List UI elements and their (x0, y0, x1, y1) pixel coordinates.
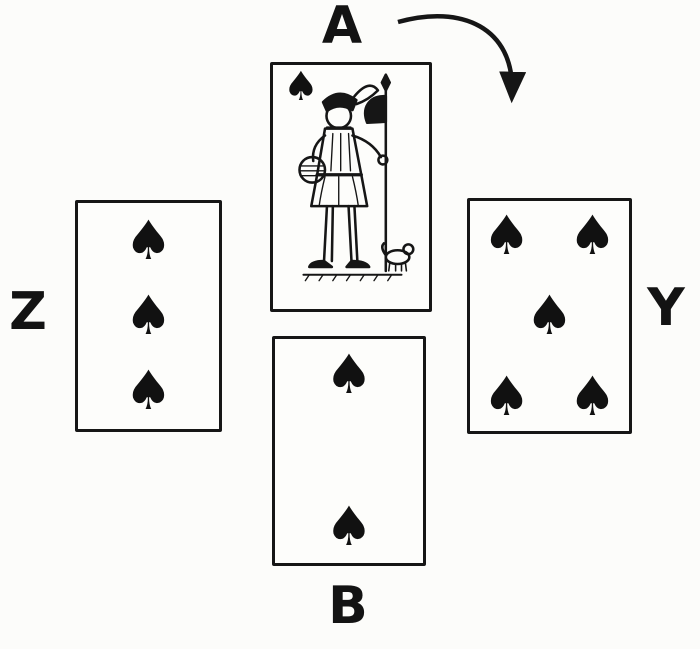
card-jack-of-spades: ♠ (270, 62, 432, 312)
spade-pip-icon: ♠ (324, 342, 374, 406)
card-three-of-spades: ♠ ♠ ♠ (75, 200, 222, 432)
label-player-z: Z (9, 282, 47, 342)
jack-figure-illustration (298, 73, 415, 282)
spade-pip-icon: ♠ (525, 284, 574, 347)
label-player-b: B (328, 576, 368, 636)
label-player-a: A (321, 0, 363, 56)
spade-pip-icon: ♠ (124, 284, 173, 347)
spade-pip-icon: ♠ (482, 203, 531, 267)
spade-pip-icon: ♠ (482, 364, 531, 428)
spade-pip-icon: ♠ (568, 203, 617, 267)
card-two-of-spades: ♠♠ (272, 336, 426, 566)
spade-pip-icon: ♠ (568, 364, 617, 428)
card-five-of-spades: ♠ ♠ ♠ ♠ ♠ (467, 198, 632, 434)
spade-pip-icon: ♠ (324, 495, 374, 559)
spade-icon: ♠ (283, 64, 319, 110)
label-player-y: Y (647, 278, 685, 338)
spade-pip-icon: ♠ (124, 358, 173, 422)
spade-pip-icon: ♠ (124, 209, 173, 273)
